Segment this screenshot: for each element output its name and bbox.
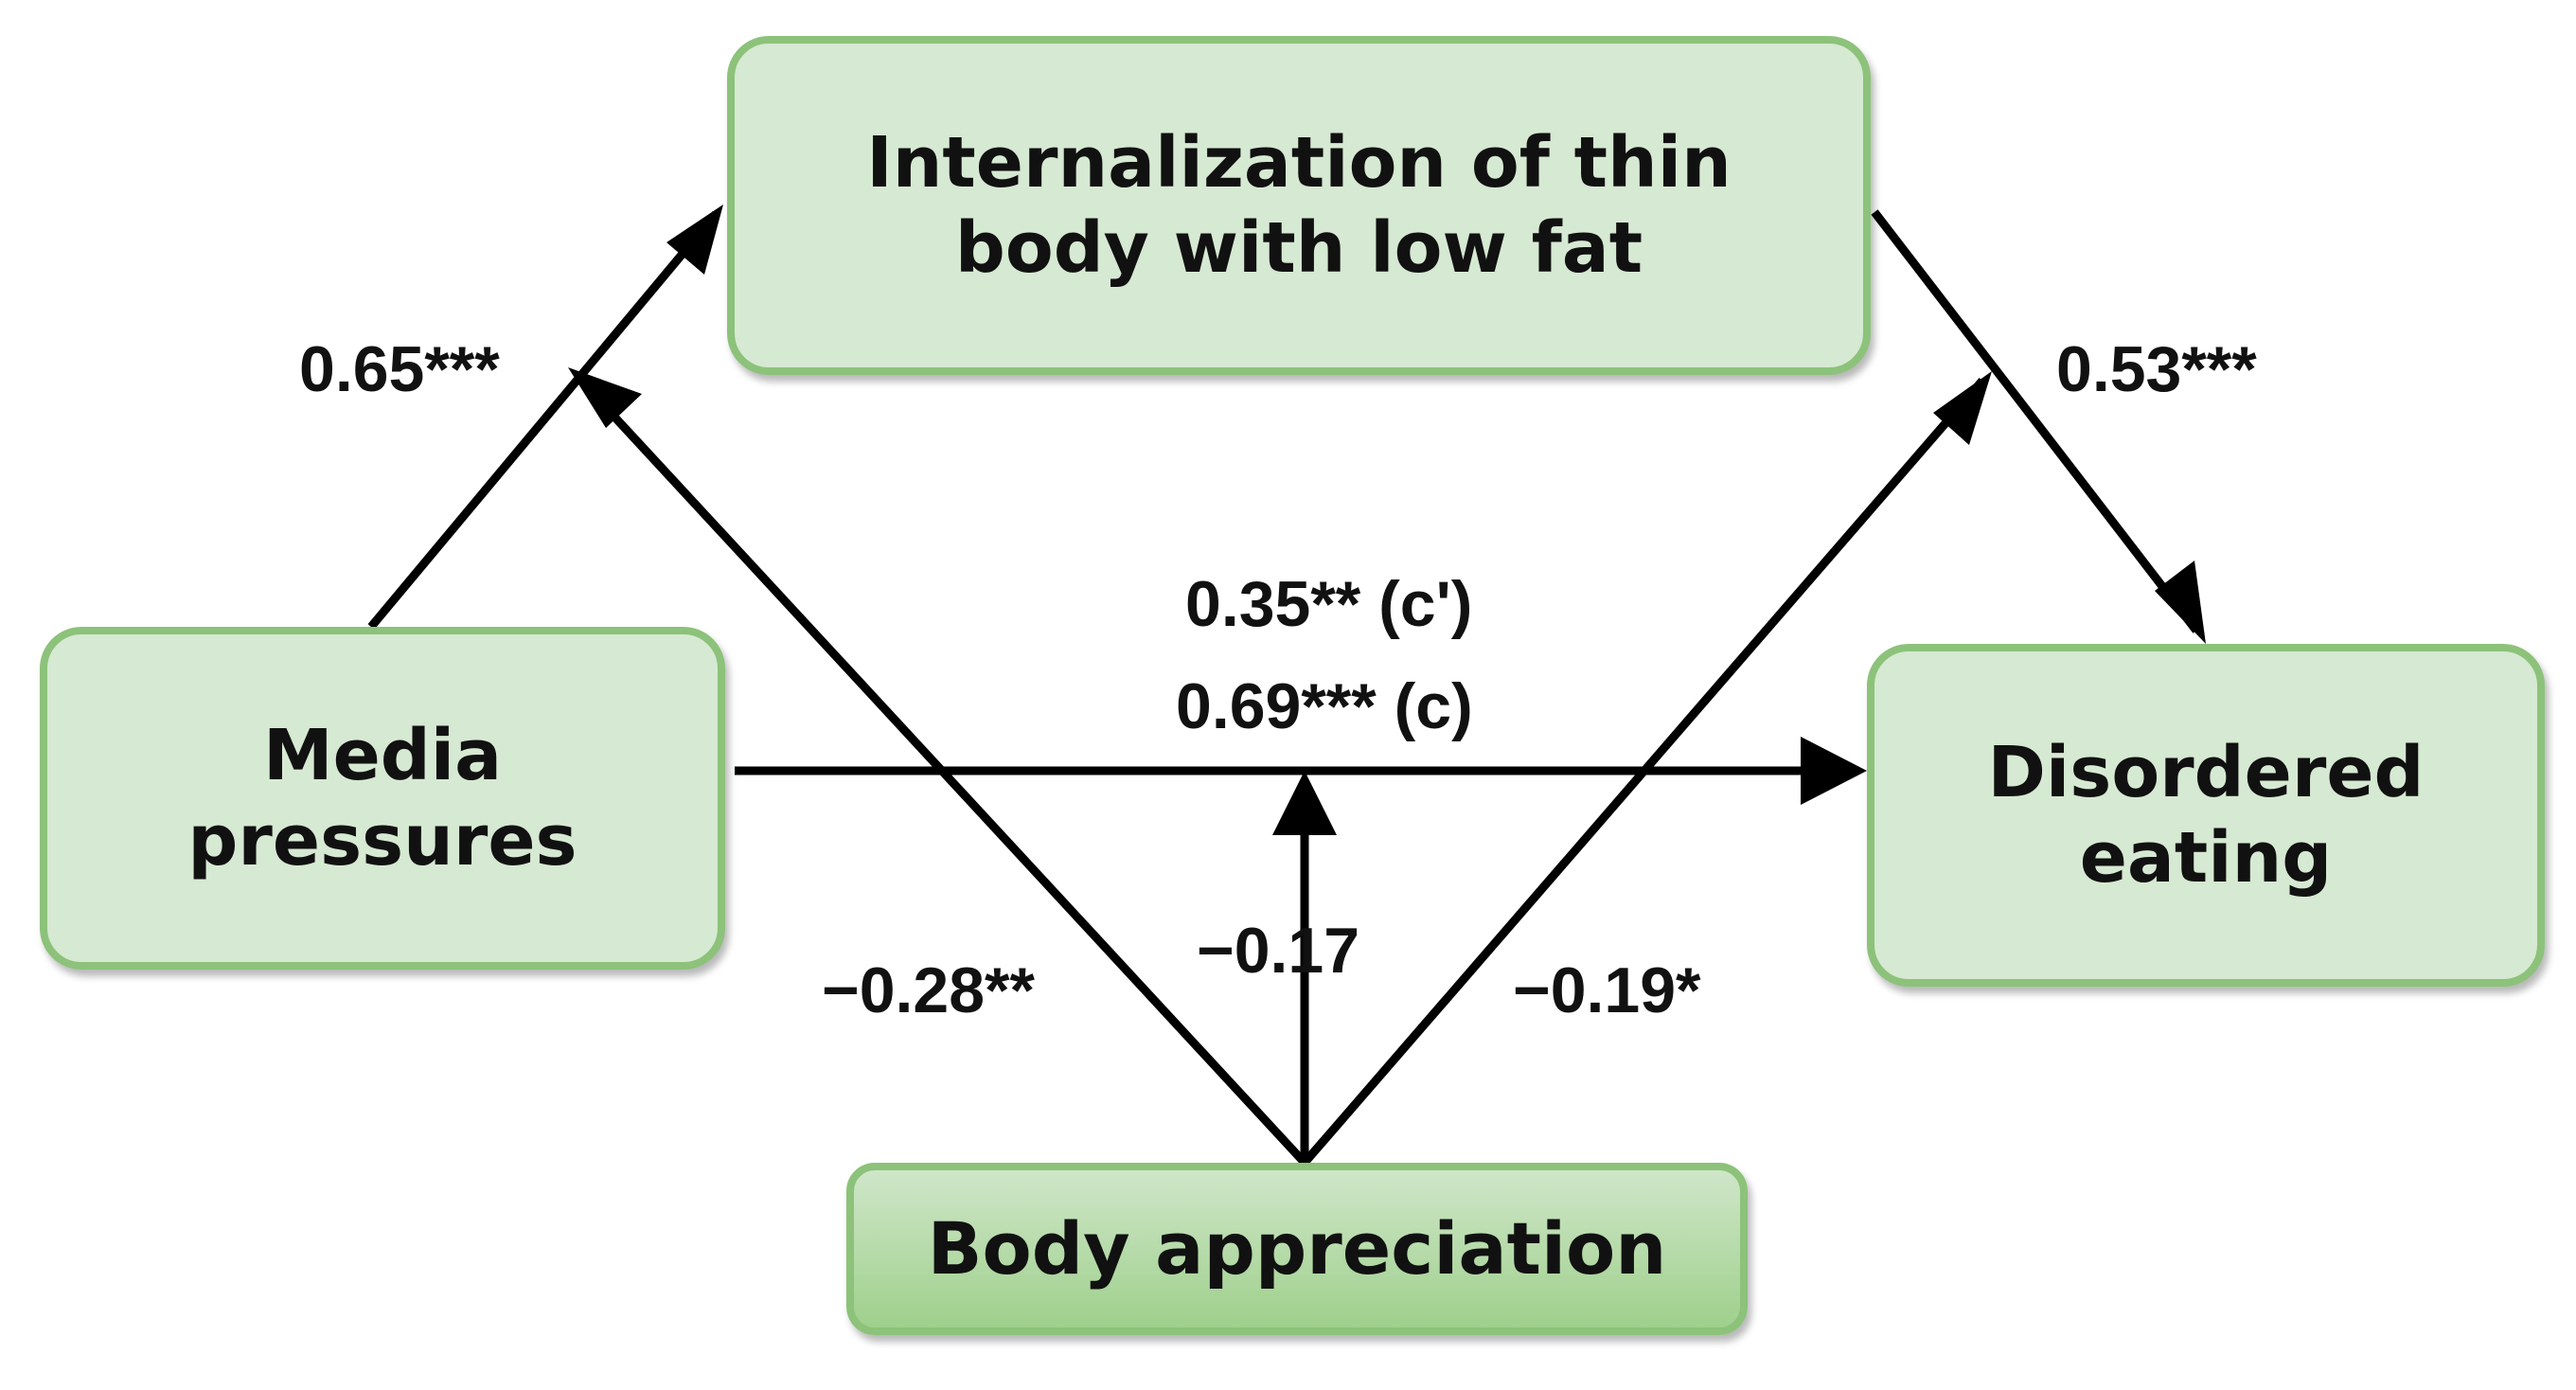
arrow-appreciation-to-path-a (574, 373, 1308, 1167)
arrow-internalization-to-eating (1871, 209, 2200, 633)
node-body-appreciation: Body appreciation (846, 1163, 1748, 1335)
arrowhead-appreciation-to-path-a (568, 367, 642, 428)
node-internalization-label: Internalization of thin body with low fa… (866, 122, 1732, 289)
node-disordered-eating-label: Disordered eating (1987, 732, 2425, 899)
arrowhead-appreciation-to-path-c (1272, 771, 1337, 835)
node-media-pressures: Media pressures (40, 627, 725, 970)
arrowhead-appreciation-to-path-b (1933, 371, 1992, 445)
arrow-media-to-internalization (367, 211, 720, 630)
node-internalization: Internalization of thin body with low fa… (727, 36, 1871, 375)
coefficient-moderation-path-b: −0.19* (1513, 954, 1701, 1026)
node-media-pressures-label: Media pressures (187, 715, 577, 882)
arrowhead-media-to-internalization (666, 205, 723, 275)
node-body-appreciation-label: Body appreciation (927, 1206, 1667, 1291)
coefficient-total-effect: 0.69*** (c) (1176, 670, 1473, 742)
coefficient-internalization-to-eating: 0.53*** (2056, 333, 2257, 405)
coefficient-moderation-path-a: −0.28** (822, 954, 1035, 1026)
node-disordered-eating: Disordered eating (1867, 644, 2545, 987)
coefficient-moderation-path-c: −0.17 (1197, 915, 1360, 987)
arrowhead-media-to-eating (1801, 737, 1867, 805)
arrowhead-internalization-to-eating (2155, 561, 2206, 644)
arrow-appreciation-to-path-b (1301, 378, 1986, 1166)
coefficient-media-to-internalization: 0.65*** (299, 333, 500, 405)
coefficient-direct-effect: 0.35** (c') (1185, 568, 1473, 640)
